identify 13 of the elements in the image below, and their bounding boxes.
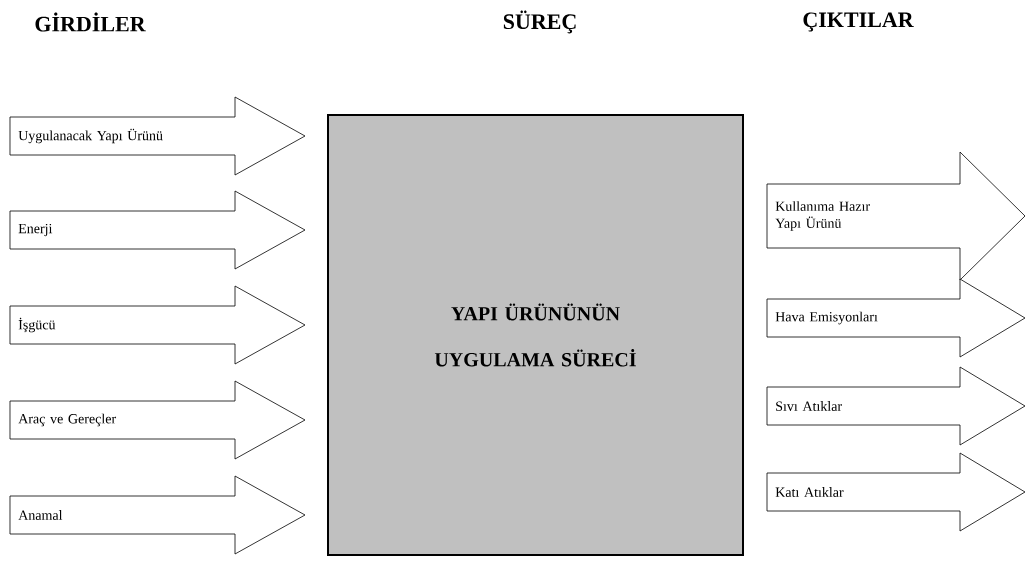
column-heading: SÜREÇ <box>503 10 576 34</box>
output-box: Katı Atıklar <box>766 452 1026 532</box>
input-box: İşgücü <box>9 285 306 365</box>
output-box: Kullanıma Hazır Yapı Ürünü <box>766 151 1026 281</box>
output-box: Hava Emisyonları <box>766 278 1026 358</box>
column-heading: ÇIKTILAR <box>803 12 914 32</box>
input-box: Uygulanacak Yapı Ürünü <box>9 96 306 176</box>
output-box: Sıvı Atıklar <box>766 366 1026 446</box>
process-box: YAPI ÜRÜNÜNÜN UYGULAMA SÜRECİ <box>327 114 744 556</box>
input-box: Enerji <box>9 190 306 270</box>
column-heading: GİRDİLER <box>35 12 146 32</box>
input-box: Anamal <box>9 475 306 555</box>
input-box: Araç ve Gereçler <box>9 380 306 460</box>
